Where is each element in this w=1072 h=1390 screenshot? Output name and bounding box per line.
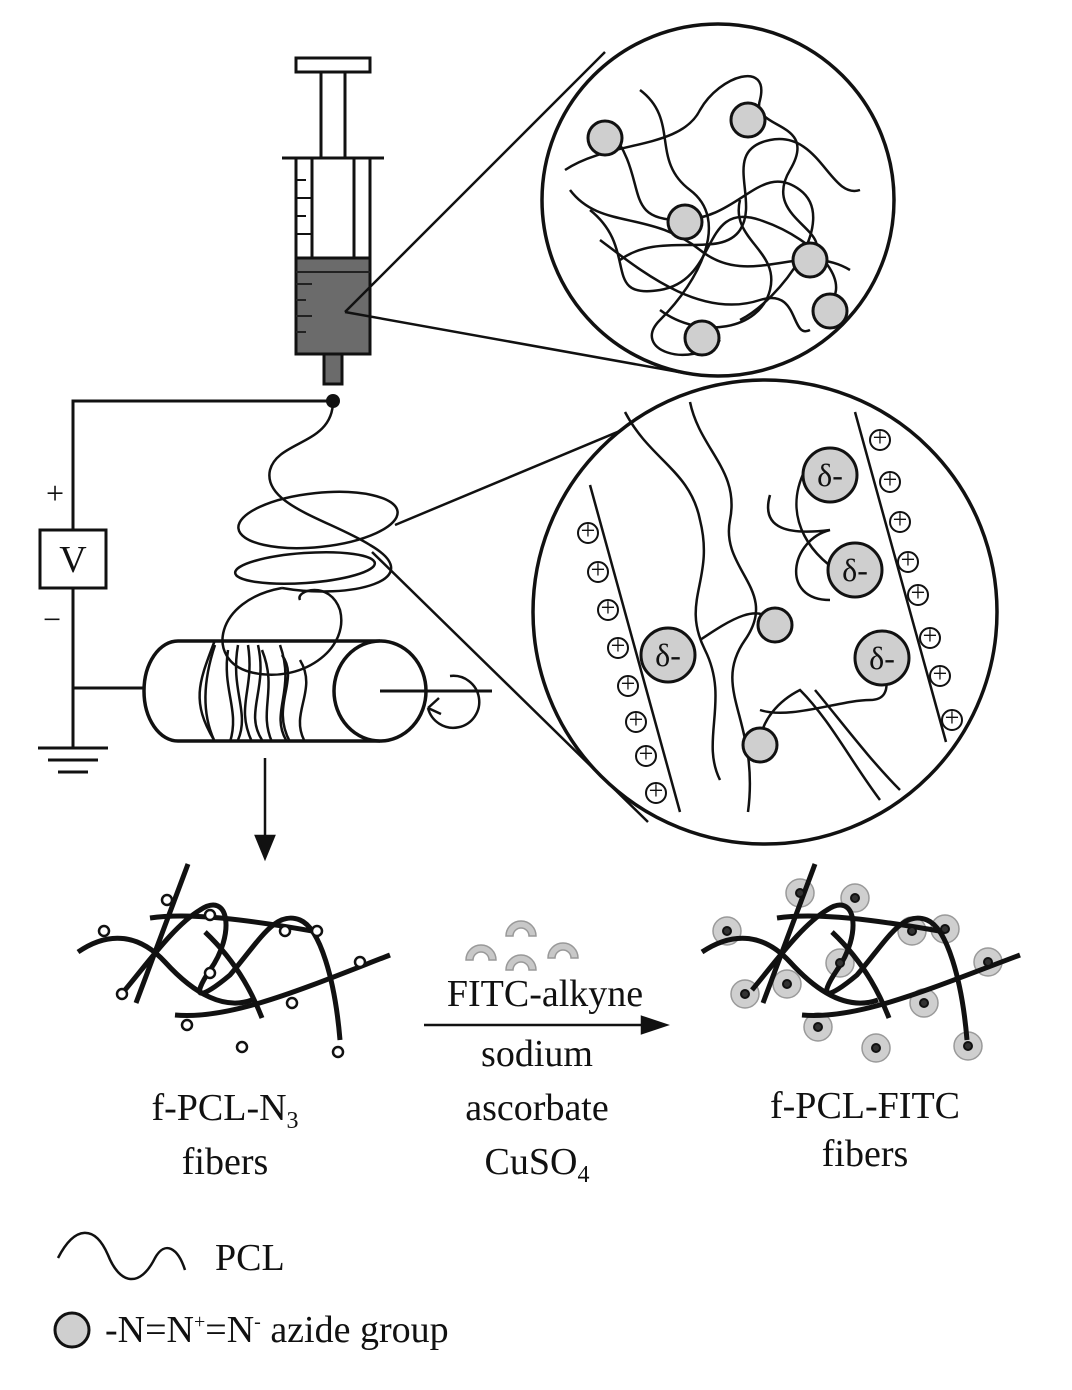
positive-charge-label: + xyxy=(933,659,948,688)
pcl-chains-inset xyxy=(623,401,901,813)
delta-label: δ- xyxy=(869,640,895,676)
positive-charge-label: + xyxy=(591,555,606,584)
positive-charge-label: + xyxy=(649,776,664,805)
reagent-ascorbate: ascorbate xyxy=(465,1087,608,1129)
azide-fiber-mesh xyxy=(76,863,391,1041)
legend-pcl-label: PCL xyxy=(215,1237,285,1279)
voltage-plus: + xyxy=(46,475,64,511)
positive-charge-label: + xyxy=(873,423,888,452)
positive-charge-label: + xyxy=(611,631,626,660)
barrel-graduations xyxy=(296,179,312,235)
delta-label: δ- xyxy=(655,637,681,673)
plunger-cap xyxy=(294,56,372,74)
positive-charge-marker xyxy=(635,745,657,767)
positive-charge-marker xyxy=(889,511,911,533)
positive-charge-label: + xyxy=(901,545,916,574)
positive-charge-marker xyxy=(617,675,639,697)
positive-charges: + + + + + + + + + + + + + + + + xyxy=(577,423,963,805)
positive-charge-marker xyxy=(919,627,941,649)
fitc-fiber-mesh xyxy=(700,863,1021,1041)
delta-minus-groups xyxy=(639,446,911,687)
fitc-markers xyxy=(722,888,993,1053)
positive-charge-label: + xyxy=(883,465,898,494)
reagent-cuso4: CuSO4 xyxy=(485,1141,590,1188)
zoom-connectors xyxy=(344,51,691,823)
legend-pcl-symbol xyxy=(56,1231,187,1281)
plunger-rod xyxy=(319,70,347,162)
positive-charge-marker xyxy=(607,637,629,659)
jet-inset: δ- δ- δ- δ- + + + + + + + + + + + + + + + + xyxy=(531,378,999,846)
reaction-arrow xyxy=(424,1015,670,1035)
positive-charge-marker xyxy=(597,599,619,621)
solution-inset xyxy=(540,22,896,378)
legend-azide-symbol xyxy=(53,1311,91,1349)
fitc-alkyne-symbols xyxy=(465,920,579,971)
circuit xyxy=(38,399,333,774)
azide-markers-left xyxy=(97,893,367,1059)
positive-charge-marker xyxy=(941,709,963,731)
positive-charge-label: + xyxy=(945,703,960,732)
fiber-walls xyxy=(588,411,948,813)
left-product-name: f-PCL-N3 xyxy=(151,1087,298,1134)
positive-charge-marker xyxy=(929,665,951,687)
positive-charge-label: + xyxy=(629,705,644,734)
positive-charge-marker xyxy=(869,429,891,451)
polymer-jet xyxy=(198,400,399,743)
voltage-minus: − xyxy=(43,601,61,637)
right-product-fibers: fibers xyxy=(822,1133,909,1175)
rotating-collector xyxy=(142,639,492,743)
legend: PCL -N=N+=N- azide group xyxy=(53,1231,449,1351)
positive-charge-marker xyxy=(879,471,901,493)
plain-azide-groups xyxy=(741,606,794,764)
positive-charge-label: + xyxy=(601,593,616,622)
reagent-sodium: sodium xyxy=(481,1033,593,1075)
positive-charge-label: + xyxy=(621,669,636,698)
collected-fibers xyxy=(204,644,308,741)
fluid-graduations xyxy=(296,271,370,333)
legend-azide-label: -N=N+=N- azide group xyxy=(105,1309,449,1351)
fitc-halos xyxy=(712,878,1003,1063)
positive-charge-marker xyxy=(897,551,919,573)
positive-charge-label: + xyxy=(639,739,654,768)
azide-groups-solution xyxy=(586,101,849,357)
reagent-fitc-alkyne: FITC-alkyne xyxy=(447,973,643,1015)
positive-charge-marker xyxy=(645,782,667,804)
positive-charge-marker xyxy=(587,561,609,583)
delta-label: δ- xyxy=(842,552,868,588)
positive-charge-marker xyxy=(907,584,929,606)
voltage-label: V xyxy=(59,539,87,581)
process-arrow-down xyxy=(254,758,276,862)
syringe xyxy=(282,56,384,386)
positive-charge-marker xyxy=(625,711,647,733)
positive-charge-marker xyxy=(577,522,599,544)
delta-label: δ- xyxy=(817,457,843,493)
right-product-name: f-PCL-FITC xyxy=(770,1085,960,1127)
needle xyxy=(322,352,344,386)
positive-charge-label: + xyxy=(893,505,908,534)
positive-charge-label: + xyxy=(581,516,596,545)
plunger-inner xyxy=(310,156,356,260)
left-product-fibers: fibers xyxy=(182,1141,269,1183)
positive-charge-label: + xyxy=(923,621,938,650)
positive-charge-label: + xyxy=(911,578,926,607)
